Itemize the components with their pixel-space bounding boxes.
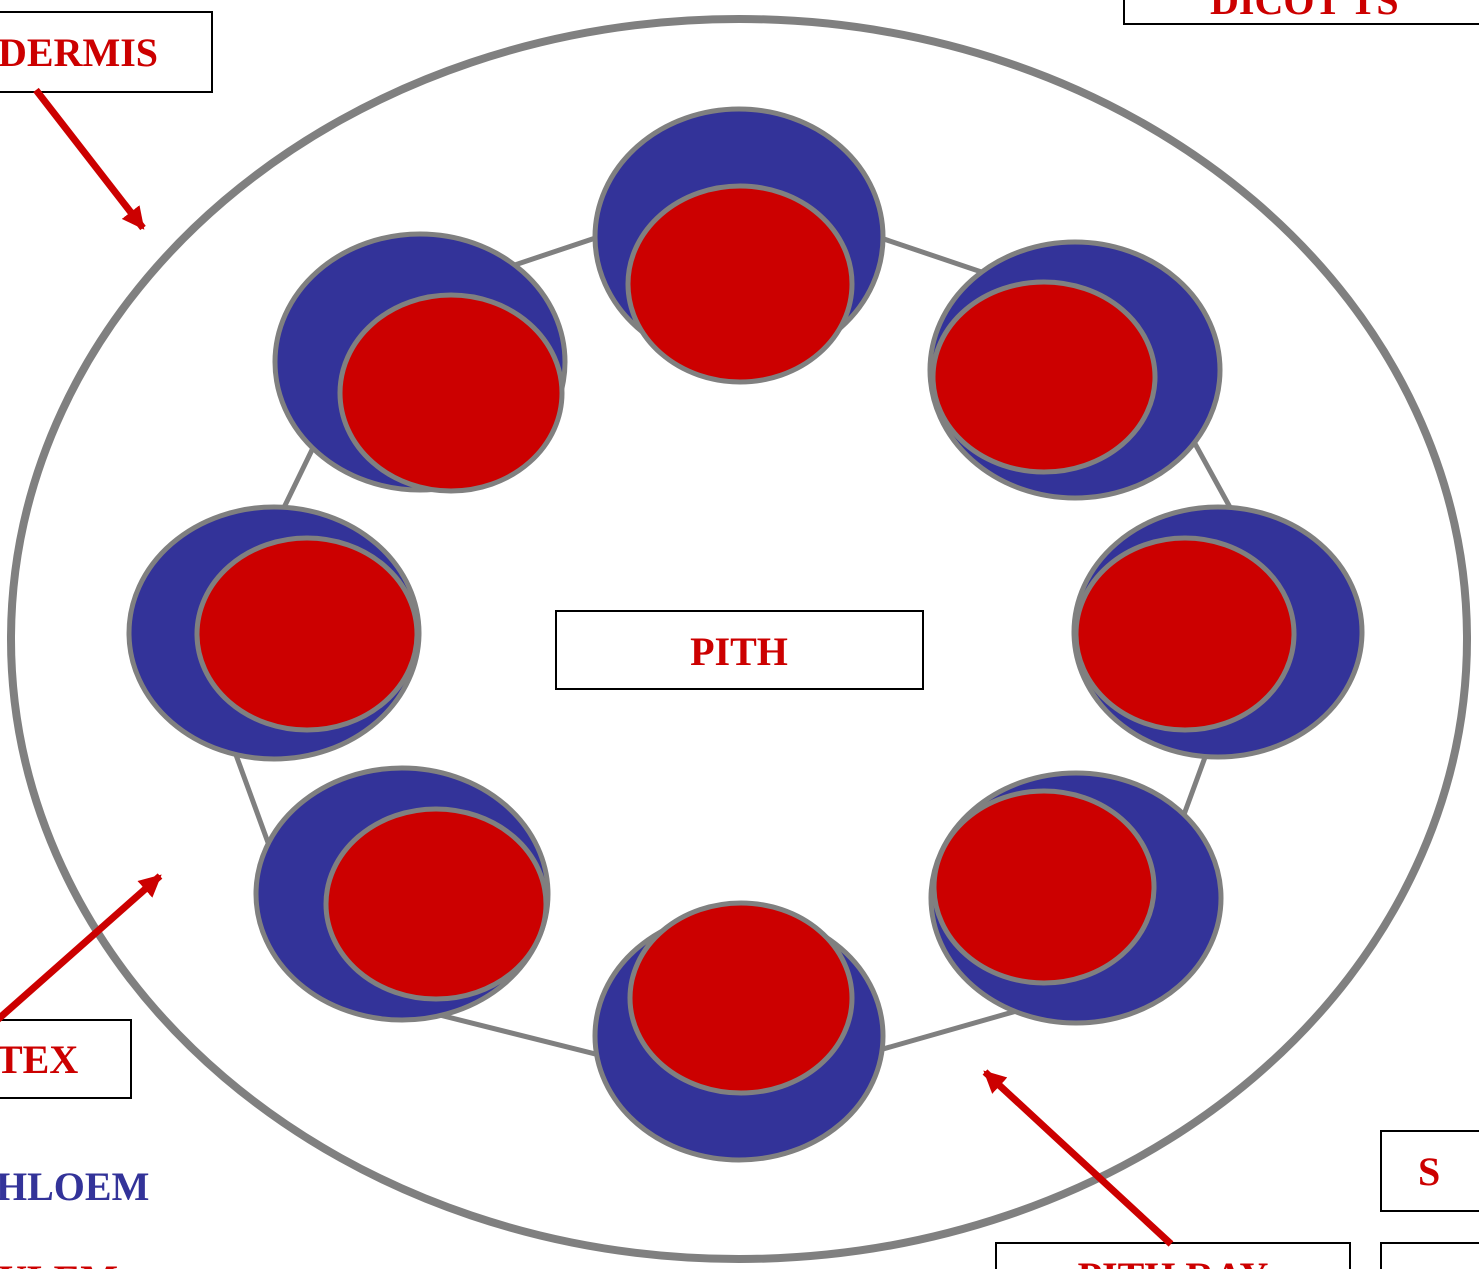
xylem-ellipse [1073,535,1297,733]
stem-outline [7,15,1471,1263]
epidermis-arrow [33,87,146,231]
title-box: DICOT TS [1123,0,1479,25]
phloem-label: HLOEM [0,1164,149,1209]
cortex-label: TEX [0,1037,78,1082]
xylem-label: YLEM [0,1257,118,1269]
vascular-bundle-upper-left [272,231,568,494]
pith-label: PITH [690,629,788,674]
vascular-bundle-right [1071,504,1365,760]
epidermis-box: DERMIS [0,11,213,93]
xylem-ellipse [323,806,549,1002]
pith-ray-box: PITH RAY [995,1242,1351,1269]
xylem-ellipse [931,788,1157,986]
stem-label: S [1418,1149,1440,1194]
cortex-box: TEX [0,1019,132,1099]
xylem-ellipse [337,292,565,494]
vascular-bundle-top [592,106,886,385]
xylem-ellipse [930,279,1158,475]
xylem-ellipse [627,900,855,1096]
vascular-bundle-lower-left [253,765,551,1023]
pith-ray-arrow [982,1069,1174,1247]
vascular-bundle-left [126,504,422,762]
vascular-bundle-lower-right [928,770,1224,1026]
bottom-right-box [1380,1242,1479,1269]
cortex-arrow [0,873,163,1023]
vascular-bundle-bottom [592,900,886,1163]
stem-box: S [1380,1130,1479,1212]
xylem-ellipse [625,183,855,385]
xylem-ellipse [194,535,420,733]
epidermis-label: DERMIS [0,30,158,75]
vascular-bundle-upper-right [927,239,1223,501]
pith-box: PITH [555,610,924,690]
pith-ray-label: PITH RAY [1078,1254,1269,1269]
title-label: DICOT TS [1210,0,1399,23]
